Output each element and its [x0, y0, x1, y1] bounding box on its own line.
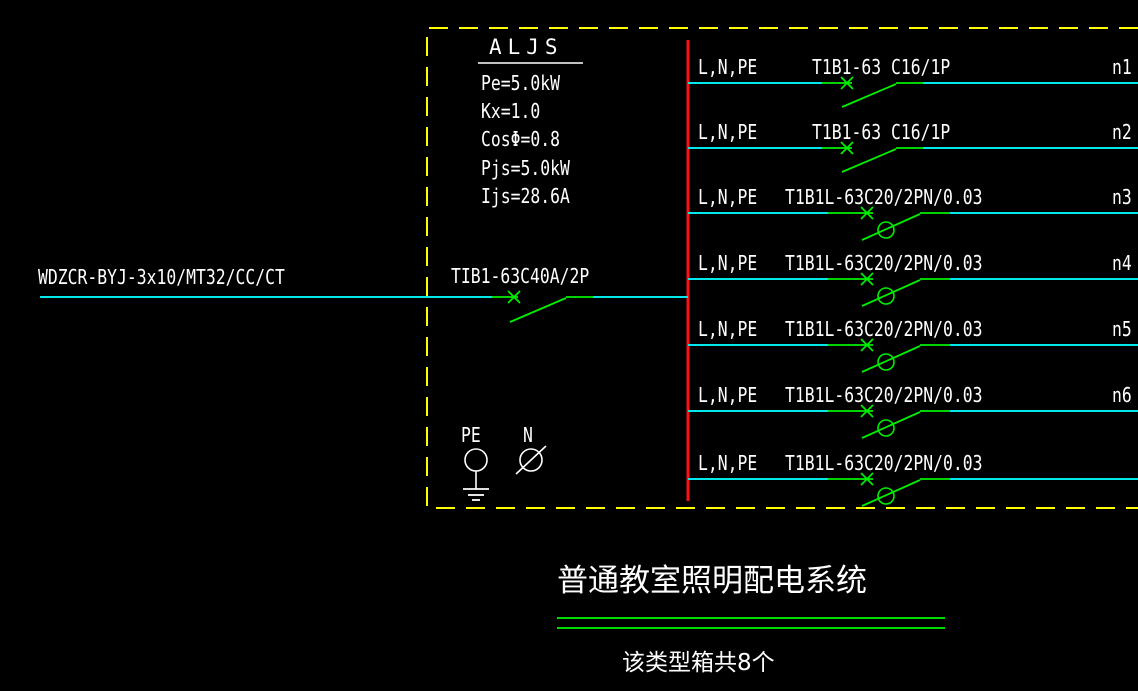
- circuit-branch-n2: [688, 141, 1138, 173]
- circuit-branch-n4: [688, 272, 1138, 307]
- panel-name: ALJS: [489, 35, 564, 59]
- drawing-title: 普通教室照明配电系统: [557, 563, 867, 599]
- row-circuit-id: n4: [1112, 251, 1132, 275]
- row-circuit-id: n3: [1112, 185, 1132, 209]
- circuit-branch-row7: [688, 472, 1138, 507]
- incoming-feeder: [40, 290, 688, 323]
- row-breaker-label: T1B1L-63C20/2PN/0.03: [785, 383, 983, 407]
- row-phase-label: L,N,PE: [698, 451, 758, 475]
- circuit-branch-n6: [688, 404, 1138, 439]
- title-underline: [557, 617, 945, 629]
- row-phase-label: L,N,PE: [698, 185, 758, 209]
- row-circuit-id: n6: [1112, 383, 1132, 407]
- row-phase-label: L,N,PE: [698, 55, 758, 79]
- pe-earth-symbol: [463, 448, 489, 501]
- circuit-branch-n5: [688, 338, 1138, 373]
- row-breaker-label: T1B1L-63C20/2PN/0.03: [785, 451, 983, 475]
- row-circuit-id: n2: [1112, 120, 1132, 144]
- drawing-note: 该类型箱共8个: [622, 650, 775, 676]
- row-breaker-label: T1B1L-63C20/2PN/0.03: [785, 185, 983, 209]
- panel-param-pe: Pe=5.0kW: [481, 71, 560, 95]
- panel-param-pjs: Pjs=5.0kW: [481, 156, 570, 180]
- row-breaker-label: T1B1-63 C16/1P: [812, 55, 951, 79]
- row-phase-label: L,N,PE: [698, 383, 758, 407]
- row-phase-label: L,N,PE: [698, 120, 758, 144]
- main-breaker-label: TIB1-63C40A/2P: [451, 264, 590, 288]
- panel-param-kx: Kx=1.0: [481, 99, 541, 123]
- panel-param-ijs: Ijs=28.6A: [481, 184, 570, 208]
- cabinet-frame: [426, 27, 1138, 509]
- row-phase-label: L,N,PE: [698, 251, 758, 275]
- circuit-branch-n1: [688, 76, 1138, 108]
- row-breaker-label: T1B1-63 C16/1P: [812, 120, 951, 144]
- incoming-cable-label: WDZCR-BYJ-3x10/MT32/CC/CT: [38, 265, 285, 289]
- row-phase-label: L,N,PE: [698, 317, 758, 341]
- circuit-branch-n3: [688, 206, 1138, 241]
- pe-terminal-label: PE: [461, 423, 481, 447]
- n-terminal-label: N: [523, 423, 533, 447]
- row-breaker-label: T1B1L-63C20/2PN/0.03: [785, 251, 983, 275]
- row-breaker-label: T1B1L-63C20/2PN/0.03: [785, 317, 983, 341]
- row-circuit-id: n5: [1112, 317, 1132, 341]
- panel-param-cos: CosΦ=0.8: [481, 127, 560, 151]
- n-neutral-symbol: [515, 445, 547, 475]
- row-circuit-id: n1: [1112, 55, 1132, 79]
